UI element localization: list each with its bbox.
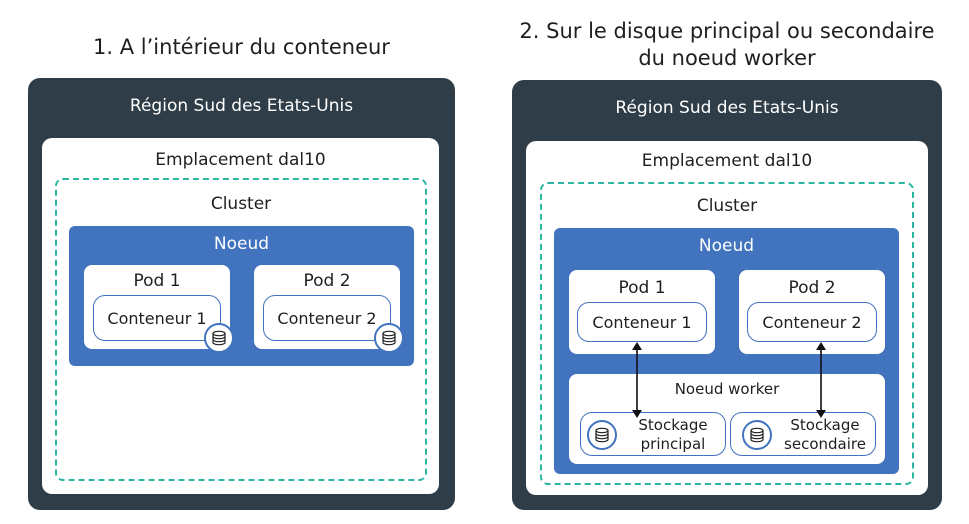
- left-pod-1: Pod 1 Conteneur 1: [84, 265, 234, 353]
- right-title-line1: 2. Sur le disque principal ou secondaire: [519, 19, 935, 43]
- left-location-box: Emplacement dal10 Cluster Noeud Pod 1 Co…: [42, 138, 439, 494]
- right-pod-1: Pod 1 Conteneur 1: [569, 270, 715, 354]
- right-cluster-box: Cluster Noeud Pod 1 Conteneur 1 Pod 2 Co…: [540, 182, 914, 485]
- right-container-1: Conteneur 1: [577, 302, 707, 342]
- left-node-box: Noeud Pod 1 Conteneur 1 Pod 2 Conteneur …: [69, 226, 414, 366]
- left-region-box: Région Sud des Etats-Unis Emplacement da…: [28, 78, 455, 510]
- secondary-storage-line1: Stockage: [790, 416, 860, 434]
- right-location-label: Emplacement dal10: [641, 151, 813, 171]
- right-node-box: Noeud Pod 1 Conteneur 1 Pod 2 Conteneur …: [554, 228, 899, 474]
- right-container-2-label: Conteneur 2: [762, 312, 862, 332]
- database-icon: [587, 420, 617, 450]
- primary-storage-line2: principal: [640, 435, 706, 453]
- left-node-label: Noeud: [213, 234, 270, 254]
- primary-storage-label: Stockage principal: [621, 416, 725, 454]
- left-pod-2-label: Pod 2: [303, 271, 351, 291]
- right-region-label: Région Sud des Etats-Unis: [615, 98, 839, 118]
- right-title-line2: du noeud worker: [638, 46, 816, 70]
- left-cluster-label: Cluster: [210, 194, 272, 214]
- left-location-label: Emplacement dal10: [155, 150, 326, 170]
- right-node-label: Noeud: [698, 236, 755, 256]
- left-container-1-label: Conteneur 1: [107, 308, 207, 328]
- right-title: 2. Sur le disque principal ou secondaire…: [512, 18, 942, 72]
- database-icon: [742, 420, 772, 450]
- secondary-storage-label: Stockage secondaire: [775, 416, 875, 454]
- right-cluster-label: Cluster: [696, 196, 758, 216]
- right-region-box: Région Sud des Etats-Unis Emplacement da…: [512, 80, 942, 510]
- right-container-1-label: Conteneur 1: [592, 312, 692, 332]
- database-icon: [204, 323, 234, 353]
- secondary-storage-line2: secondaire: [784, 435, 866, 453]
- right-container-2: Conteneur 2: [747, 302, 877, 342]
- right-location-box: Emplacement dal10 Cluster Noeud Pod 1 Co…: [526, 141, 928, 495]
- secondary-storage: Stockage secondaire: [730, 412, 876, 456]
- left-pod-1-label: Pod 1: [133, 271, 181, 291]
- right-pod-2: Pod 2 Conteneur 2: [739, 270, 885, 354]
- arrow-bidirectional-icon: [816, 342, 826, 418]
- database-icon: [374, 323, 404, 353]
- left-cluster-box: Cluster Noeud Pod 1 Conteneur 1 Pod 2 Co…: [55, 178, 427, 481]
- worker-node-box: Noeud worker Stockage principal: [569, 374, 885, 464]
- right-pod-2-label: Pod 2: [788, 278, 836, 298]
- left-title: 1. A l’intérieur du conteneur: [93, 35, 390, 59]
- worker-node-label: Noeud worker: [674, 380, 780, 398]
- left-container-2-label: Conteneur 2: [277, 308, 377, 328]
- left-pod-2: Pod 2 Conteneur 2: [254, 265, 404, 353]
- left-region-label: Région Sud des Etats-Unis: [129, 96, 354, 116]
- arrow-bidirectional-icon: [632, 342, 642, 418]
- primary-storage: Stockage principal: [580, 412, 726, 456]
- left-container-2: Conteneur 2: [263, 295, 391, 341]
- left-container-1: Conteneur 1: [93, 295, 221, 341]
- primary-storage-line1: Stockage: [638, 416, 708, 434]
- right-pod-1-label: Pod 1: [618, 278, 666, 298]
